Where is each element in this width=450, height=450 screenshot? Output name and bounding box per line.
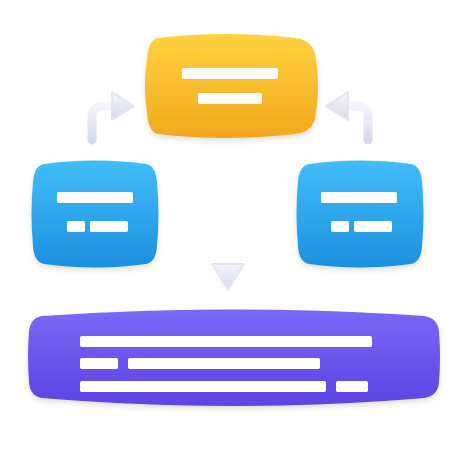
- top-card-line-1: [182, 68, 278, 79]
- left-card-line-2a: [67, 221, 85, 232]
- bottom-panel-line-2b: [128, 358, 320, 369]
- bottom-panel-line-1: [80, 336, 372, 347]
- bottom-panel-line-3b: [336, 381, 368, 392]
- right-card: [296, 160, 424, 268]
- right-card-line-2a: [331, 221, 349, 232]
- split-down-arrow-icon: [185, 228, 271, 291]
- top-card: [145, 34, 318, 138]
- left-card-line-2b: [90, 221, 128, 232]
- arrow-up-left-icon: [325, 91, 373, 145]
- arrow-up-right-icon: [87, 91, 135, 145]
- top-card-line-2: [198, 93, 262, 104]
- left-card: [31, 160, 159, 268]
- bottom-panel-line-2a: [80, 358, 118, 369]
- bottom-panel: [28, 309, 440, 406]
- right-card-line-2b: [354, 221, 392, 232]
- right-card-line-1: [321, 192, 397, 203]
- bottom-panel-line-3a: [80, 381, 326, 392]
- left-card-line-1: [57, 192, 133, 203]
